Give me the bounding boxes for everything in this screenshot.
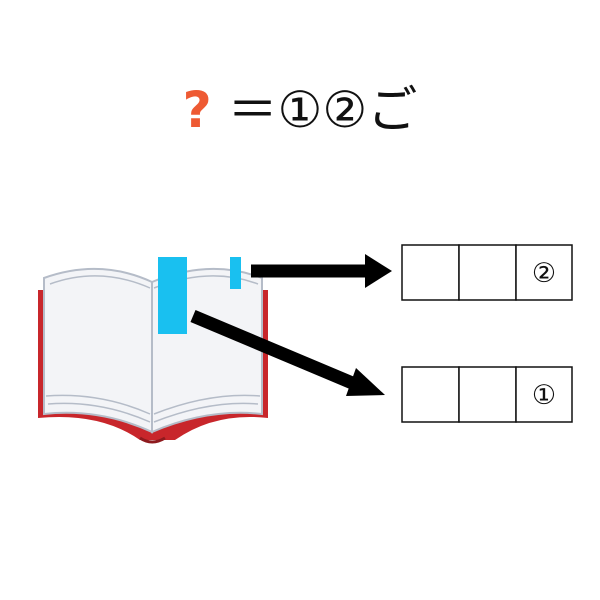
grid-cell-text: ①: [532, 380, 556, 411]
grid-cell-text: ②: [532, 258, 556, 289]
grid-cell: [401, 244, 460, 301]
grid-cell: [401, 366, 460, 423]
grid-cell: [515, 244, 573, 301]
answer-grid-bottom: ①: [401, 366, 573, 423]
question-mark: ?: [182, 81, 212, 139]
grid-cell: [515, 366, 573, 423]
puzzle-equation: ＝①②ご: [227, 81, 418, 139]
arrow-to-top-grid: [251, 254, 392, 288]
puzzle-title: ? ＝①②ご: [0, 70, 600, 150]
grid-cell: [458, 244, 517, 301]
open-book-icon: [38, 267, 268, 444]
answer-grid-top: ②: [401, 244, 573, 301]
arrow-to-bottom-grid: [190, 310, 385, 396]
bookmark-large: [158, 257, 187, 334]
grid-cell: [458, 366, 517, 423]
bookmark-small: [230, 257, 241, 289]
